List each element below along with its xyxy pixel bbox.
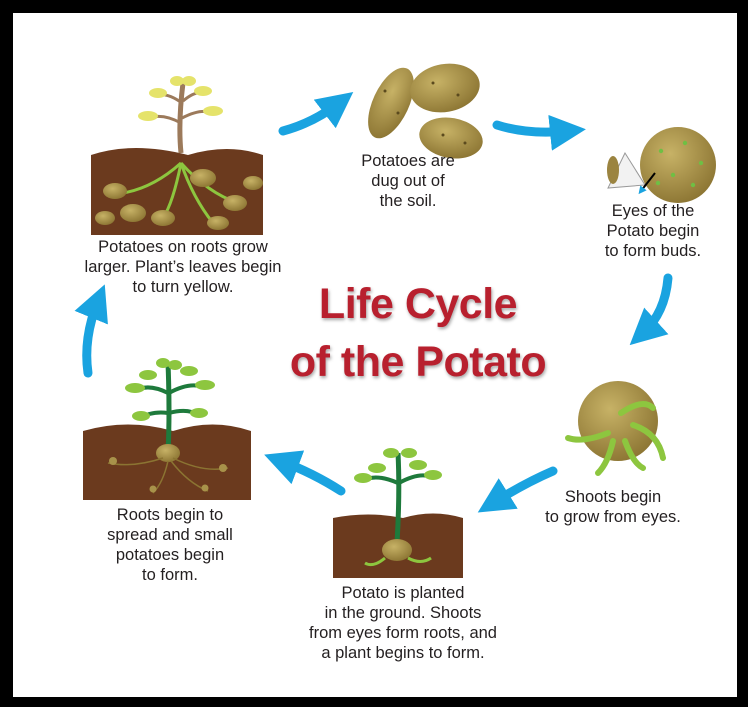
arrow-planted-to-roots xyxy=(281,461,341,491)
arrow-roots-to-grow xyxy=(87,301,98,373)
step-label-planted: Potato is planted in the ground. Shoots … xyxy=(293,583,513,663)
dug-potatoes-illustration xyxy=(359,58,486,163)
diagram-frame: Life Cycle of the Potato Potatoes are du… xyxy=(13,13,737,697)
step-label-eyes: Eyes of the Potato begin to form buds. xyxy=(583,201,723,261)
planted-potato-illustration xyxy=(333,448,463,578)
arrow-eyes-to-shoots xyxy=(643,278,668,333)
step-label-dug: Potatoes are dug out of the soil. xyxy=(338,151,478,211)
potato-shoots-illustration xyxy=(568,381,663,473)
mature-plant-illustration xyxy=(91,76,263,235)
step-label-roots: Roots begin to spread and small potatoes… xyxy=(85,505,255,585)
arrow-dug-to-eyes xyxy=(497,125,568,132)
step-label-shoots: Shoots begin to grow from eyes. xyxy=(523,487,703,527)
potato-eyes-illustration xyxy=(607,127,716,203)
roots-spread-illustration xyxy=(83,358,251,500)
arrow-grow-to-dug xyxy=(283,103,339,131)
step-label-grow: Potatoes on roots grow larger. Plant’s l… xyxy=(63,237,303,297)
